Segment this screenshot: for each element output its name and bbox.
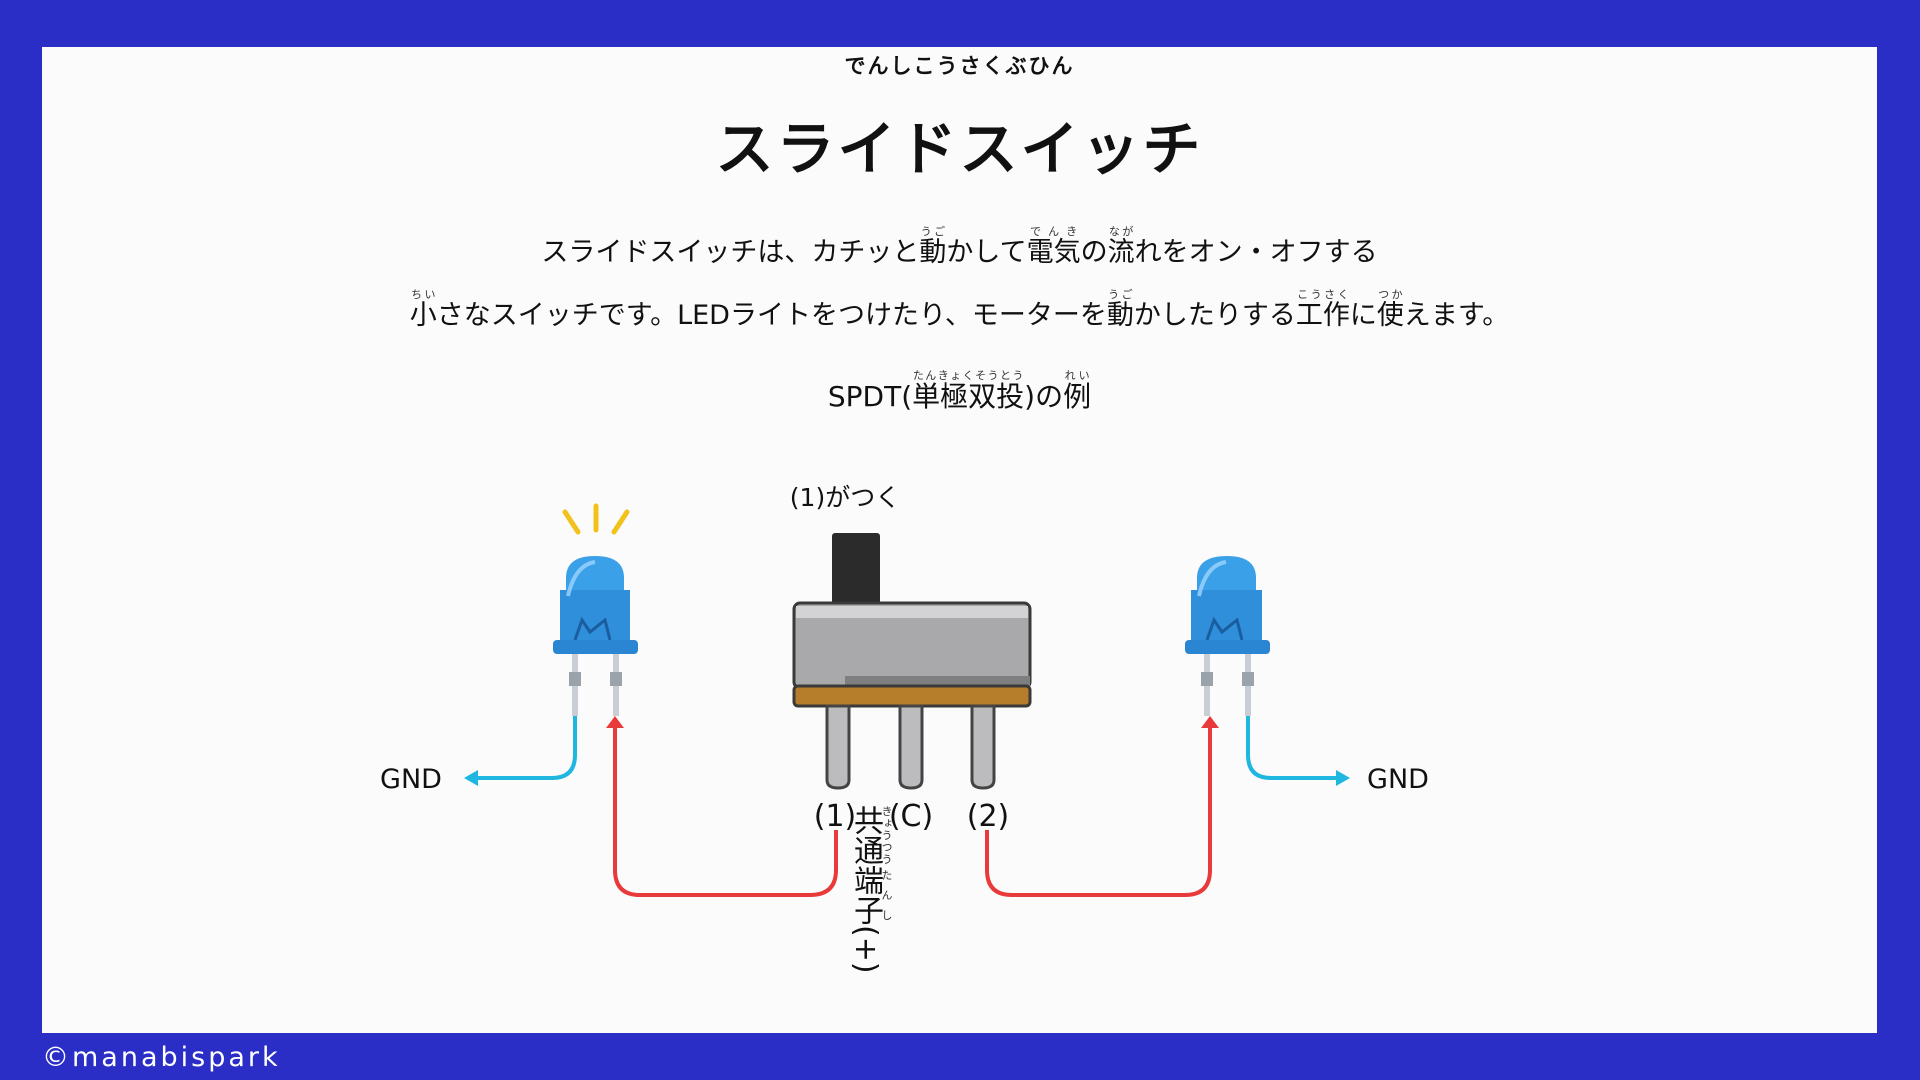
ground-wire-left <box>464 716 577 786</box>
text-segment: かして <box>946 237 1027 268</box>
glow-rays <box>562 503 630 535</box>
ruby-text: 共通きょうつう <box>848 805 893 865</box>
description-line-1: スライドスイッチは、カチッと動うごかして電気でんきの流ながれをオン・オフする <box>42 225 1877 266</box>
gnd-right-label: GND <box>1367 764 1429 795</box>
content-panel: でんしこうさくぶひん スライドスイッチ スライドスイッチは、カチッと動うごかして… <box>42 47 1877 1033</box>
ruby-text: 小ちい <box>409 288 437 331</box>
ruby-text: 使つか <box>1376 288 1404 331</box>
gnd-left-label: GND <box>380 764 442 795</box>
page-title: スライドスイッチ <box>715 115 1204 183</box>
text-segment: に <box>1349 300 1377 331</box>
text-segment: (+) <box>848 925 883 974</box>
kicker-label: でんしこうさくぶひん <box>844 54 1075 78</box>
ruby-text: 流なが <box>1107 225 1135 268</box>
pin-c-label: (C) <box>889 799 933 834</box>
positive-wire-right <box>985 716 1219 897</box>
switch-state-label: (1)がつく <box>790 483 900 512</box>
led-lit-icon <box>553 503 638 716</box>
ruby-text: 電気でんき <box>1026 225 1081 268</box>
ruby-text: 例れい <box>1063 369 1092 413</box>
text-segment: れをオン・オフする <box>1134 237 1378 268</box>
positive-wire-left <box>606 716 838 897</box>
ruby-text: 端子たんし <box>848 865 893 925</box>
ruby-text: 動うご <box>1106 288 1134 331</box>
ruby-text: 単極双投たんきょくそうとう <box>912 369 1025 413</box>
led-off-icon <box>1185 556 1270 716</box>
pin-2-label: (2) <box>967 799 1010 834</box>
description-line-2: 小ちいさなスイッチです。LEDライトをつけたり、モーターを動うごかしたりする工作… <box>42 288 1877 329</box>
diagram-subtitle: SPDT(単極双投たんきょくそうとう)の例れい <box>42 369 1877 415</box>
copyright-text: ©manabispark <box>42 1042 281 1073</box>
ruby-text: 工作こうさく <box>1295 288 1350 331</box>
slide-switch-icon <box>792 533 1032 790</box>
common-terminal-label: 共通きょうつう端子たんし(+) <box>848 805 893 1025</box>
text-segment: SPDT( <box>827 380 913 413</box>
text-segment: さなスイッチです。LEDライトをつけたり、モーターを <box>436 300 1107 331</box>
text-segment: かしたりする <box>1133 300 1296 331</box>
ruby-text: 動うご <box>919 225 947 268</box>
ground-wire-right <box>1246 716 1350 786</box>
text-segment: えます。 <box>1403 300 1510 331</box>
text-segment: )の <box>1024 380 1064 413</box>
text-segment: スライドスイッチは、カチッと <box>541 237 920 268</box>
text-segment: の <box>1080 237 1108 268</box>
pin-1-label: (1) <box>814 799 857 834</box>
